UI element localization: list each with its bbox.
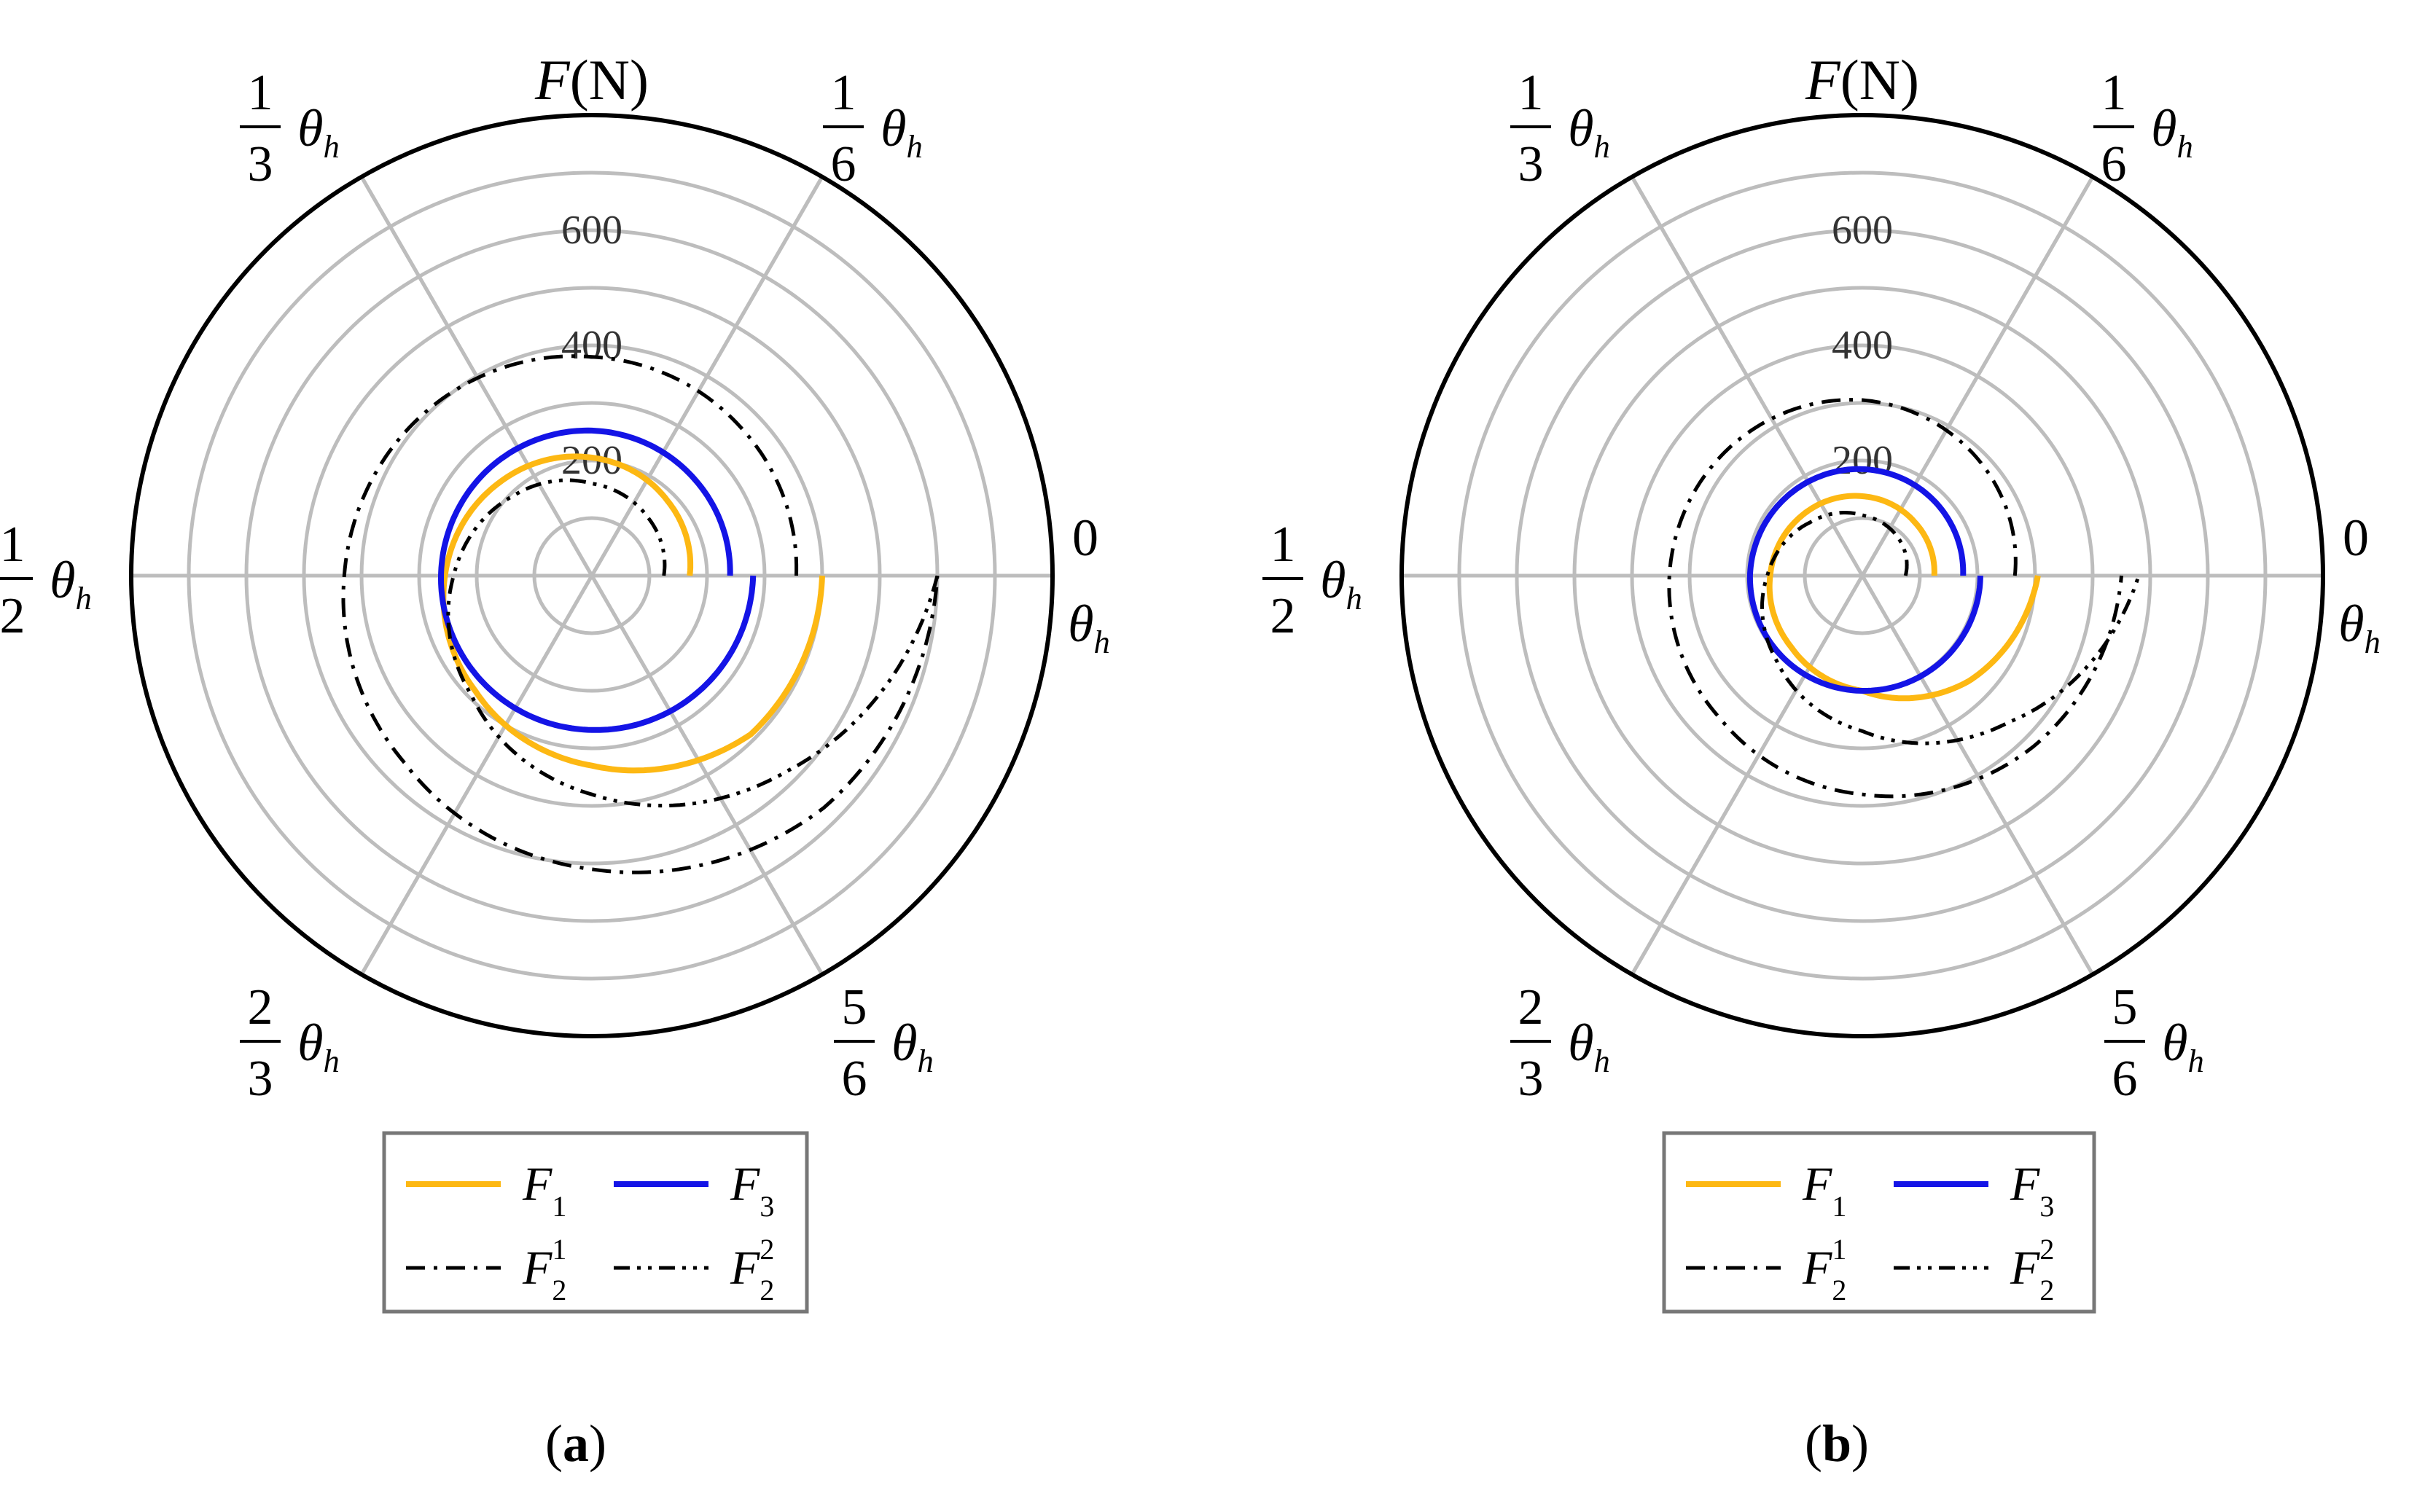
legend-label-1: F3 <box>2010 1158 2054 1223</box>
fraction-denominator: 3 <box>248 136 273 192</box>
fraction-denominator: 3 <box>248 1051 273 1107</box>
angle-label-theta-h: θh <box>1320 551 1362 616</box>
angle-label-theta-h: θh <box>297 1014 340 1079</box>
angle-label-theta-h: θh <box>891 1014 934 1079</box>
angle-label-theta-h: θh <box>2151 99 2193 165</box>
fraction-numerator: 1 <box>0 517 26 573</box>
r-tick-label: 600 <box>561 208 622 253</box>
fraction-denominator: 6 <box>2101 136 2127 192</box>
fraction-numerator: 2 <box>1518 979 1544 1035</box>
radial-axis-label: F(N) <box>1805 48 1919 111</box>
fraction-denominator: 2 <box>0 588 26 644</box>
legend-label-1: F3 <box>730 1158 774 1223</box>
series-line-3 <box>446 478 940 808</box>
r-tick-label: 200 <box>1832 438 1893 483</box>
fraction-denominator: 2 <box>1270 588 1296 644</box>
fraction-numerator: 1 <box>831 65 856 121</box>
angle-label-theta-h: θh <box>1568 1014 1610 1079</box>
fraction-numerator: 1 <box>1518 65 1544 121</box>
angle-label-0: 0 <box>2343 509 2369 567</box>
r-tick-label: 600 <box>1832 208 1893 253</box>
fraction-denominator: 3 <box>1518 1051 1544 1107</box>
fraction-denominator: 3 <box>1518 136 1544 192</box>
series-line-0 <box>440 453 825 774</box>
fraction-numerator: 1 <box>1270 517 1296 573</box>
series-line-3 <box>1760 511 2141 745</box>
fraction-denominator: 6 <box>2112 1051 2138 1107</box>
angle-label-theta-h: θh <box>1068 595 1110 660</box>
series-line-1 <box>438 427 757 733</box>
legend-label-0: F1 <box>1802 1158 1846 1223</box>
angle-label-theta-h: θh <box>297 99 340 165</box>
angle-label-0: 0 <box>1072 509 1098 567</box>
fraction-numerator: 2 <box>248 979 273 1035</box>
panel-label: (a) <box>545 1414 606 1473</box>
radial-axis-label: F(N) <box>534 48 649 111</box>
angle-label-theta-h: θh <box>1568 99 1610 165</box>
series-line-1 <box>1746 466 1983 694</box>
series-line-2 <box>341 354 940 874</box>
angle-label-theta-h: θh <box>2162 1014 2204 1079</box>
legend-box <box>382 1131 809 1314</box>
grid-spoke <box>1630 176 2095 976</box>
angle-label-theta-h: θh <box>881 99 923 165</box>
fraction-denominator: 6 <box>831 136 856 192</box>
fraction-numerator: 5 <box>2112 979 2138 1035</box>
fraction-numerator: 1 <box>2101 65 2127 121</box>
angle-label-theta-h: θh <box>50 551 92 616</box>
r-tick-label: 400 <box>561 323 622 368</box>
fraction-denominator: 6 <box>842 1051 867 1107</box>
grid-spoke <box>359 176 824 976</box>
legend-label-0: F1 <box>522 1158 566 1223</box>
outer-circle <box>129 113 1055 1038</box>
angle-label-theta-h: θh <box>2338 595 2381 660</box>
panel-label: (b) <box>1805 1414 1869 1473</box>
series-line-0 <box>1766 493 2041 702</box>
series-line-2 <box>1667 398 2123 799</box>
legend-box <box>1662 1131 2096 1314</box>
fraction-numerator: 5 <box>842 979 867 1035</box>
r-tick-label: 400 <box>1832 323 1893 368</box>
outer-circle <box>1399 113 2325 1038</box>
fraction-numerator: 1 <box>248 65 273 121</box>
